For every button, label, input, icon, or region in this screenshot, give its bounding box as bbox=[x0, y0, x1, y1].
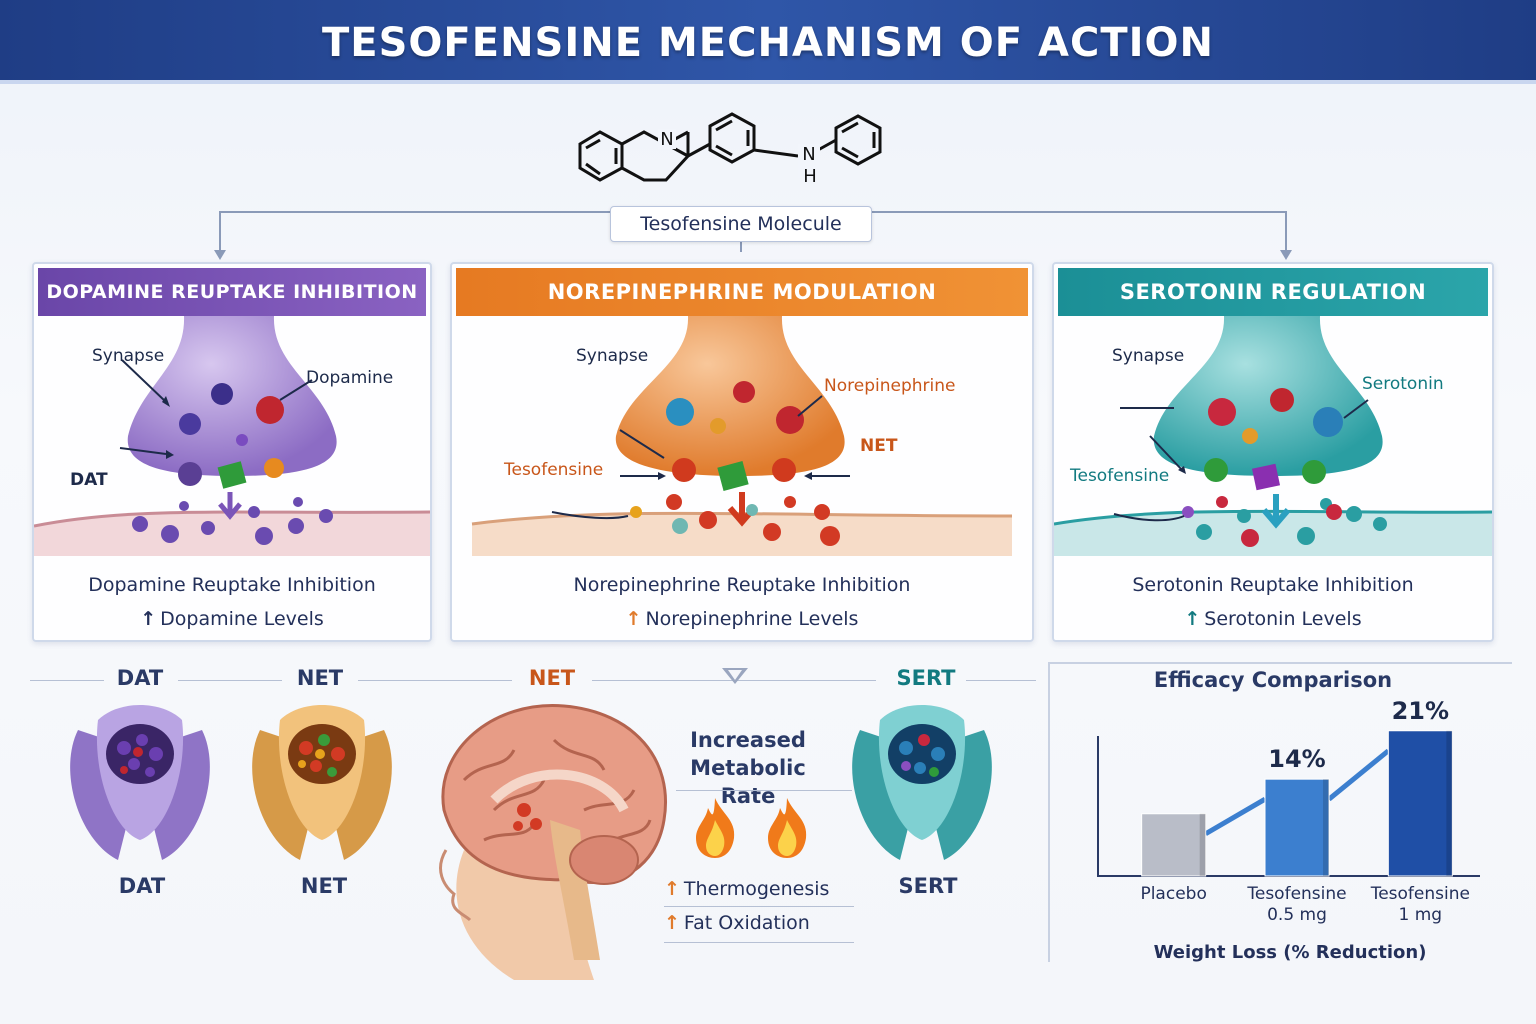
fat-oxidation-item: ↑Fat Oxidation bbox=[664, 912, 810, 934]
norepinephrine-panel: NOREPINEPHRINE MODULATION Synapse Norepi… bbox=[450, 262, 1034, 642]
divider bbox=[30, 680, 104, 681]
sert-top-label: SERT bbox=[896, 666, 956, 690]
brain-head-illustration bbox=[439, 704, 667, 980]
serotonin-panel: SEROTONIN REGULATION Synapse Serotonin T… bbox=[1052, 262, 1494, 642]
efficacy-bar-shade bbox=[1323, 779, 1329, 876]
atom-n-label: N bbox=[660, 129, 673, 150]
efficacy-bar-chart bbox=[1097, 730, 1480, 877]
efficacy-value-label: 21% bbox=[1391, 696, 1450, 725]
efficacy-bar bbox=[1141, 813, 1207, 877]
dopamine-label: Dopamine bbox=[306, 368, 394, 388]
norepinephrine-label: Norepinephrine bbox=[824, 376, 956, 396]
atom-h-label: H bbox=[803, 166, 817, 187]
efficacy-bar bbox=[1387, 730, 1453, 877]
serotonin-level: ↑Serotonin Levels bbox=[1184, 608, 1362, 630]
up-arrow-icon: ↑ bbox=[1184, 608, 1201, 630]
sert-transporter-icon bbox=[852, 705, 992, 860]
atom-nh-label: N bbox=[802, 144, 815, 165]
up-arrow-icon: ↑ bbox=[625, 608, 642, 630]
serotonin-synapse-illustration bbox=[1054, 316, 1492, 556]
up-arrow-icon: ↑ bbox=[664, 878, 680, 900]
norepinephrine-caption: Norepinephrine Reuptake Inhibition bbox=[573, 574, 911, 596]
tesofensine-label-ne: Tesofensine bbox=[504, 460, 604, 480]
up-arrow-icon: ↑ bbox=[664, 912, 680, 934]
net-label: NET bbox=[860, 436, 898, 456]
efficacy-trend-line bbox=[1204, 797, 1267, 836]
serotonin-panel-title: SEROTONIN REGULATION bbox=[1058, 268, 1488, 316]
sert-bottom-label: SERT bbox=[898, 874, 958, 898]
net-brain-label: NET bbox=[528, 666, 576, 690]
efficacy-bar bbox=[1264, 778, 1330, 877]
dopamine-panel-title: DOPAMINE REUPTAKE INHIBITION bbox=[38, 268, 426, 316]
flame-icon bbox=[768, 798, 807, 858]
dopamine-panel: DOPAMINE REUPTAKE INHIBITION Synapse Dop… bbox=[32, 262, 432, 642]
page-title: TESOFENSINE MECHANISM OF ACTION bbox=[322, 20, 1214, 66]
flame-icon bbox=[696, 798, 735, 858]
metabolic-rate-title: Increased Metabolic Rate bbox=[690, 728, 806, 808]
title-banner: TESOFENSINE MECHANISM OF ACTION bbox=[0, 0, 1536, 84]
net-top-label: NET bbox=[296, 666, 344, 690]
divider bbox=[664, 942, 854, 943]
divider bbox=[966, 680, 1036, 681]
efficacy-value-label: 14% bbox=[1268, 745, 1326, 774]
efficacy-x-axis-title: Weight Loss (% Reduction) bbox=[1153, 942, 1427, 963]
divider bbox=[178, 680, 282, 681]
efficacy-chart-title: Efficacy Comparison bbox=[1153, 668, 1393, 692]
norepinephrine-synapse-illustration bbox=[471, 316, 1013, 556]
molecule-label: Tesofensine Molecule bbox=[610, 206, 872, 242]
dat-top-label: DAT bbox=[116, 666, 164, 690]
divider bbox=[664, 906, 854, 907]
dopamine-synapse-label: Synapse bbox=[92, 346, 165, 366]
efficacy-chart-frame bbox=[1048, 662, 1512, 962]
dopamine-level: ↑Dopamine Levels bbox=[140, 608, 324, 630]
tesofensine-label-5ht: Tesofensine bbox=[1070, 466, 1170, 486]
efficacy-trend-line bbox=[1327, 748, 1390, 802]
dat-transporter-icon bbox=[70, 705, 210, 860]
divider bbox=[358, 680, 512, 681]
dopamine-synapse-illustration bbox=[34, 316, 430, 556]
divider bbox=[676, 790, 852, 791]
efficacy-category-label: Placebo bbox=[1140, 884, 1207, 904]
dopamine-caption: Dopamine Reuptake Inhibition bbox=[88, 574, 376, 596]
norepinephrine-synapse-label: Synapse bbox=[576, 346, 649, 366]
efficacy-axis bbox=[1097, 736, 1480, 877]
tesofensine-molecule-structure: N N H bbox=[578, 112, 882, 187]
norepinephrine-panel-title: NOREPINEPHRINE MODULATION bbox=[456, 268, 1028, 316]
norepinephrine-level: ↑Norepinephrine Levels bbox=[625, 608, 859, 630]
thermogenesis-item: ↑Thermogenesis bbox=[664, 878, 830, 900]
dat-bottom-label: DAT bbox=[118, 874, 166, 898]
serotonin-caption: Serotonin Reuptake Inhibition bbox=[1132, 574, 1414, 596]
dat-label: DAT bbox=[70, 470, 108, 490]
net-transporter-icon bbox=[252, 705, 392, 860]
serotonin-synapse-label: Synapse bbox=[1112, 346, 1185, 366]
chevron-down-icon bbox=[722, 668, 748, 684]
efficacy-bar-shade bbox=[1446, 730, 1453, 876]
up-arrow-icon: ↑ bbox=[140, 608, 157, 630]
efficacy-bar-shade bbox=[1199, 813, 1206, 876]
net-bottom-label: NET bbox=[300, 874, 348, 898]
serotonin-label: Serotonin bbox=[1362, 374, 1444, 394]
